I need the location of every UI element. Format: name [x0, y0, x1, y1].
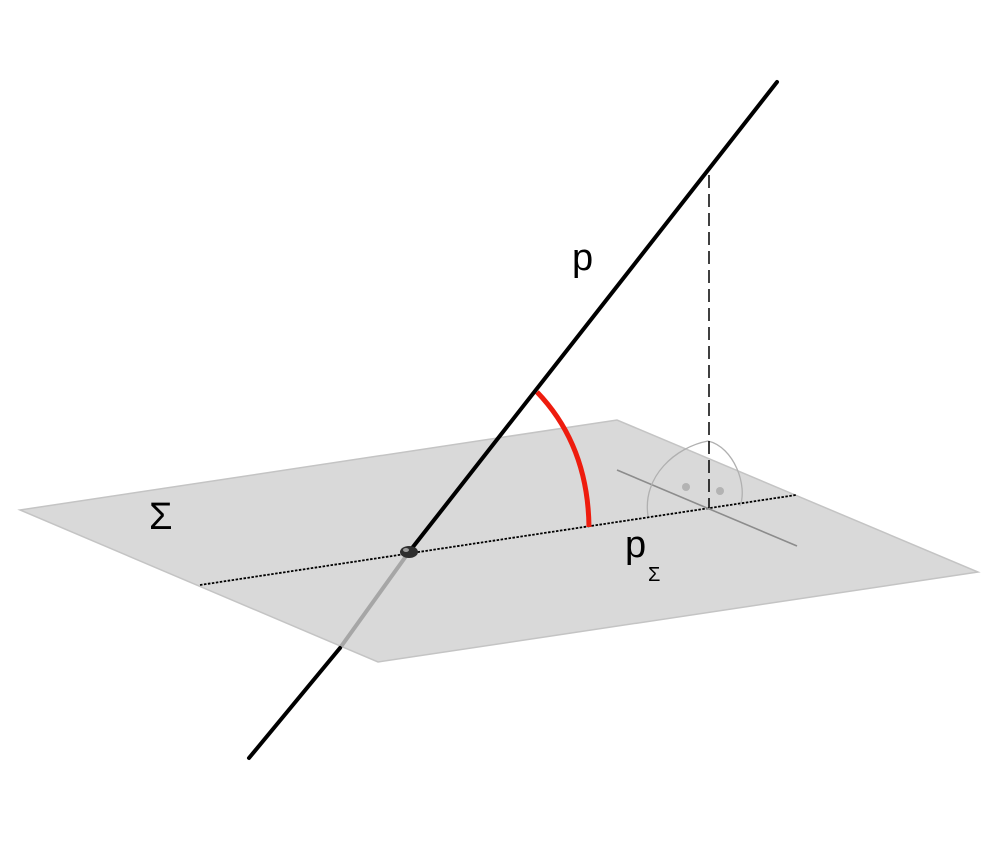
angle-arc: [535, 390, 592, 528]
right-angle-dot-left: [682, 483, 690, 491]
label-line-p: p: [572, 237, 593, 279]
intersection-point-highlight: [403, 548, 409, 552]
projection-line-p-sigma: [199, 494, 797, 586]
line-p-hidden-segment: [338, 550, 411, 650]
intersection-point: [400, 546, 418, 558]
label-plane-sigma: Σ: [149, 496, 173, 538]
right-angle-dot-right: [716, 487, 724, 495]
line-p-visible-upper: [407, 80, 779, 554]
perpendicular-helper-line: [616, 469, 798, 547]
label-projection-subscript: Σ: [648, 564, 660, 586]
label-projection-p: p: [625, 524, 646, 566]
right-angle-arc: [646, 440, 743, 517]
right-angle-marker: [616, 440, 798, 547]
line-p-visible-lower: [247, 646, 342, 760]
plane-sigma: [17, 419, 981, 663]
